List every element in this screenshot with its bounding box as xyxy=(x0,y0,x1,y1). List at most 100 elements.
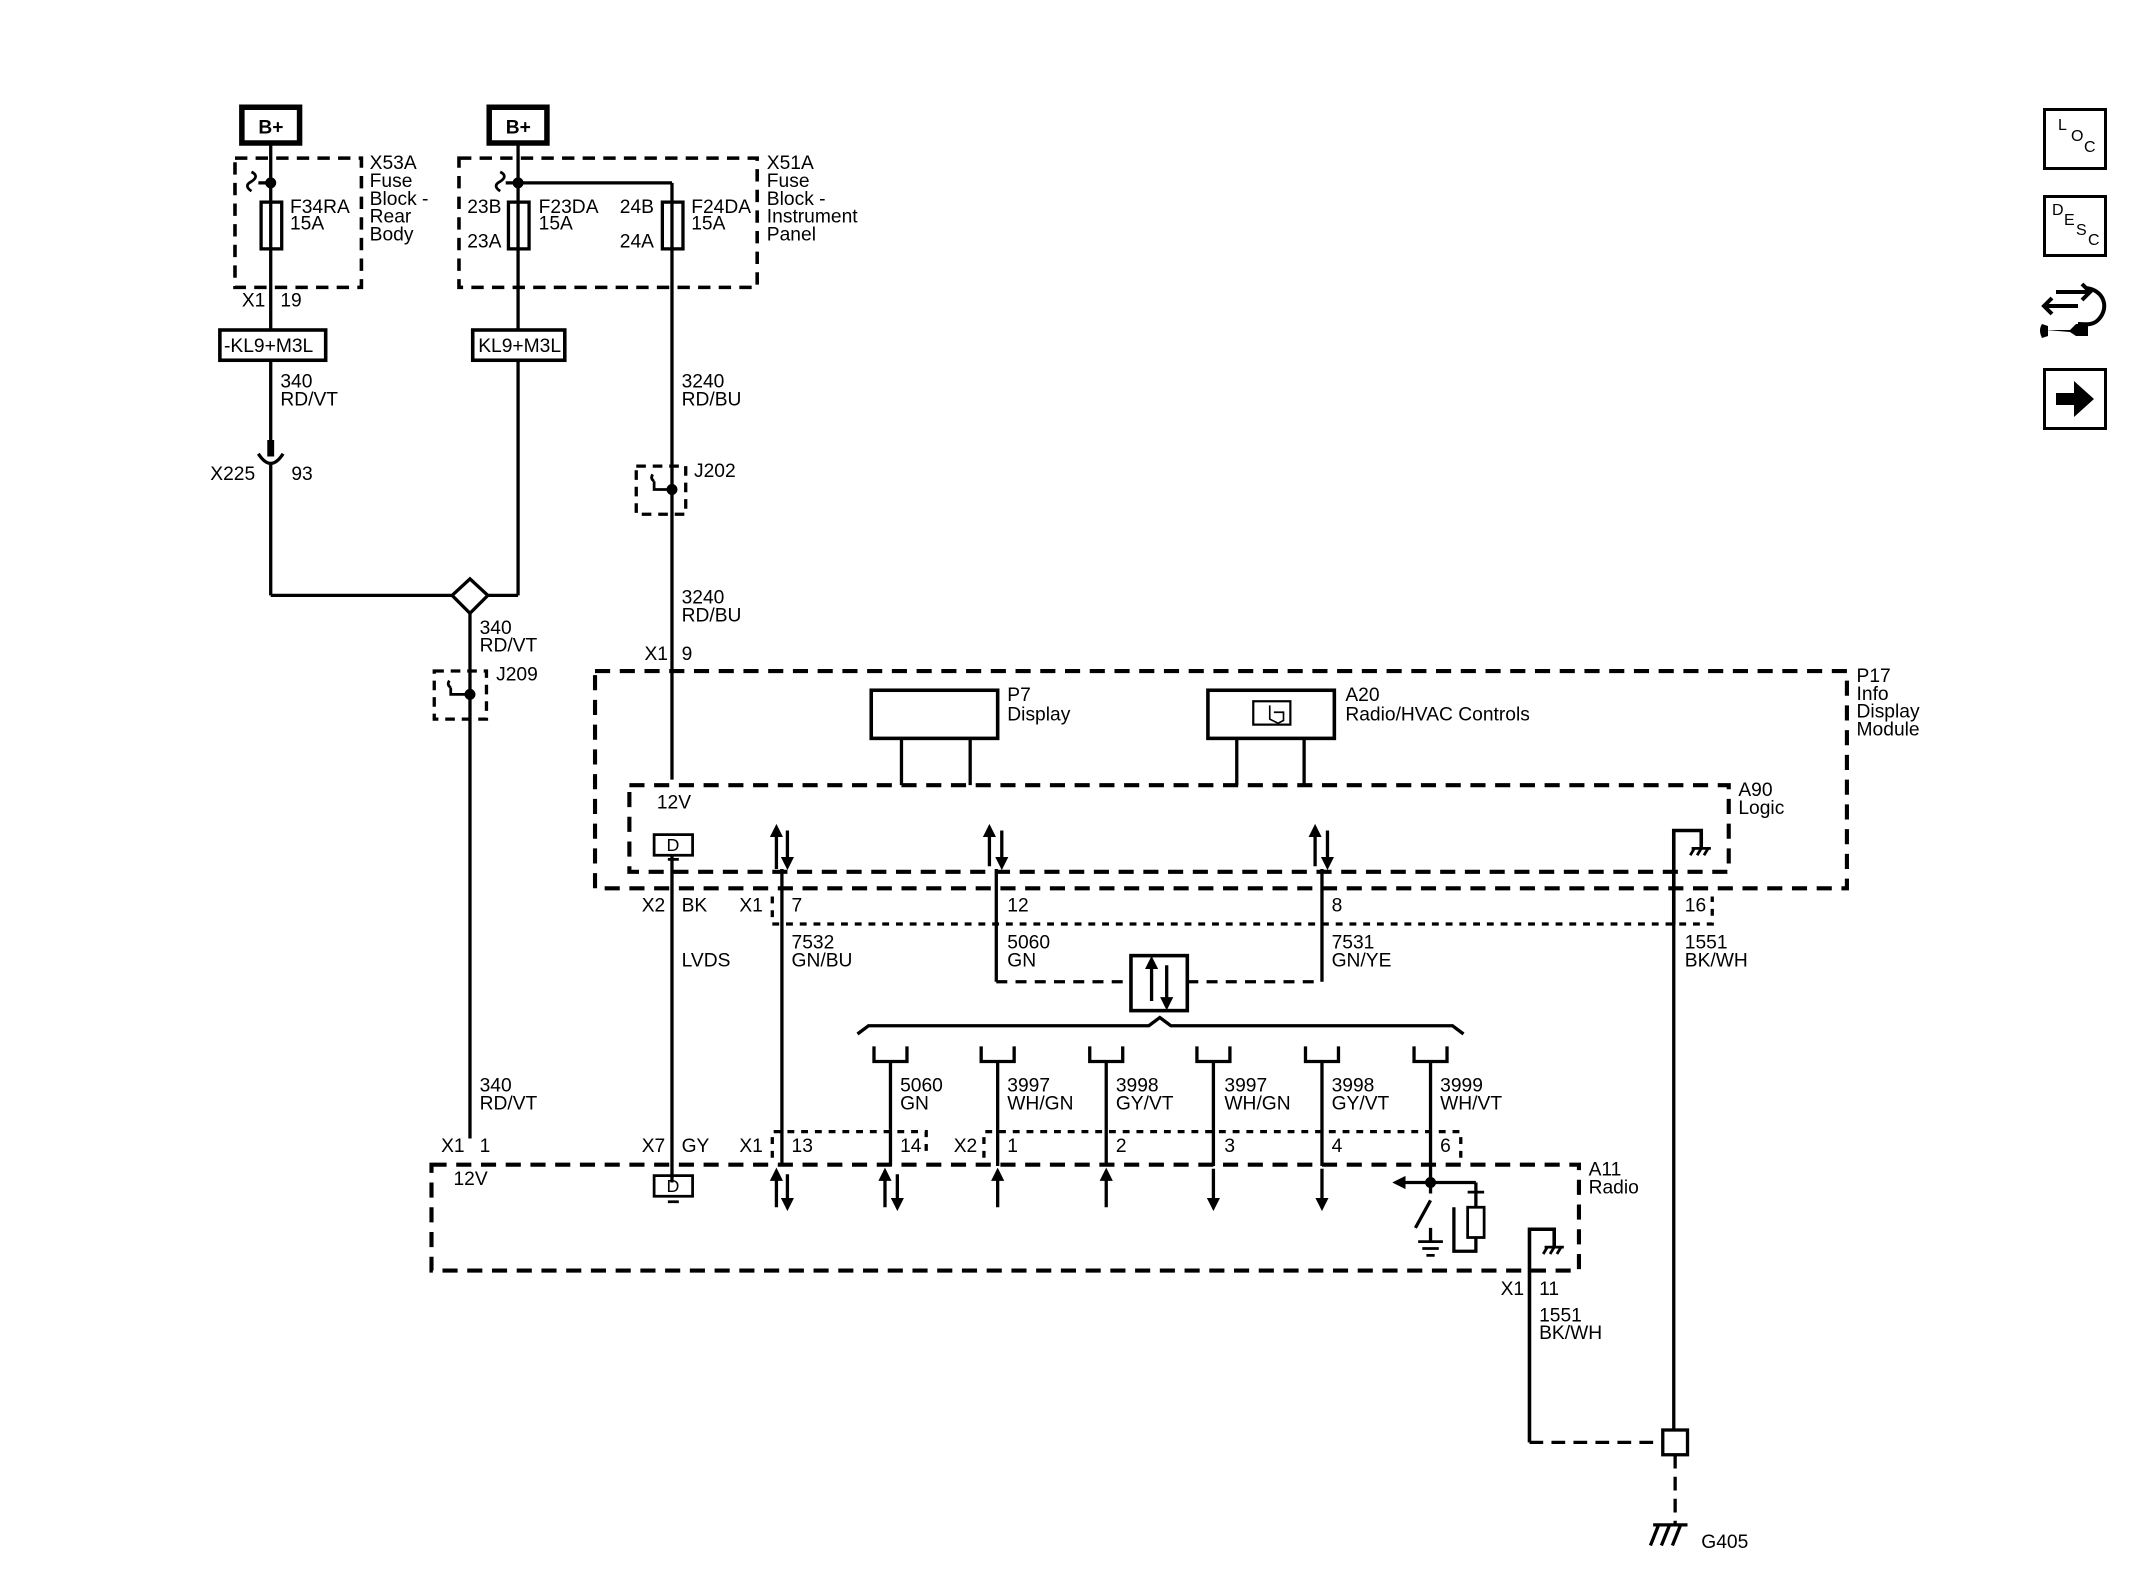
power-mode-left-box xyxy=(218,328,328,363)
wire-1551-right-color: BK/WH xyxy=(1685,951,1748,972)
wire-1551-right-num: 1551 xyxy=(1685,933,1728,954)
wire-lvds: LVDS xyxy=(682,951,731,972)
wire-5060b-num: 5060 xyxy=(900,1076,943,1097)
wire-3240-low-color: RD/BU xyxy=(682,605,742,626)
wire-3998b-num: 3998 xyxy=(1332,1076,1375,1097)
a11-x2: X2 xyxy=(954,1136,978,1157)
wire-3999-num: 3999 xyxy=(1440,1076,1483,1097)
display-p7-id: P7 xyxy=(1007,685,1031,706)
wire-5060b-color: GN xyxy=(900,1094,929,1115)
a90-pin8: 8 xyxy=(1332,896,1343,917)
wire-340-mid-color: RD/VT xyxy=(480,636,538,657)
controls-a20-box xyxy=(1206,688,1337,741)
fuse-f24da-rating: 15A xyxy=(691,214,725,235)
splice-diamond xyxy=(449,576,491,616)
wire-3997a-color: WH/GN xyxy=(1007,1094,1073,1115)
fuse-f34ra-rating: 15A xyxy=(290,214,324,235)
display-p7-box xyxy=(869,688,1000,741)
fuse-block-ip-line3: Instrument xyxy=(767,207,858,228)
fuse-f24da-pin-bot: 24A xyxy=(620,231,654,252)
wire-3240-low-num: 3240 xyxy=(682,588,725,609)
wire-340-low-num: 340 xyxy=(480,1076,512,1097)
power-mode-left: -KL9+M3L xyxy=(224,336,314,357)
p17-x1: X1 xyxy=(644,644,668,665)
fuse-f34ra-name: F34RA xyxy=(290,197,350,218)
desc-letter-s: S xyxy=(2076,222,2087,239)
wire-3998a-color: GY/VT xyxy=(1116,1094,1174,1115)
p17-line3: Module xyxy=(1857,720,1920,741)
next-page-button[interactable] xyxy=(2043,368,2107,430)
a11-p1: 1 xyxy=(1007,1136,1018,1157)
p17-pin9: 9 xyxy=(682,644,693,665)
loc-letter-l: L xyxy=(2058,117,2067,134)
a11-p6: 6 xyxy=(1440,1136,1451,1157)
fuse-block-rear-line3: Rear xyxy=(370,207,412,228)
wire-3240-top-num: 3240 xyxy=(682,372,725,393)
controls-a20-id: A20 xyxy=(1345,685,1379,706)
wire-3999-color: WH/VT xyxy=(1440,1094,1502,1115)
touch-icon xyxy=(1252,700,1292,726)
power-mode-right: KL9+M3L xyxy=(478,336,561,357)
wire-3240-top-color: RD/BU xyxy=(682,390,742,411)
a11-pin1: 1 xyxy=(480,1136,491,1157)
a11-x1a: X1 xyxy=(441,1136,465,1157)
rear-conn-x1: X1 xyxy=(242,291,266,312)
ground-splice-box xyxy=(1661,1428,1690,1457)
inline-connector-x225 xyxy=(256,440,285,465)
fuse-block-ip-line2: Block - xyxy=(767,189,826,210)
desc-letter-e: E xyxy=(2064,212,2075,229)
fuse-block-rear-line2: Block - xyxy=(370,189,429,210)
rear-conn-pin: 19 xyxy=(280,291,301,312)
a90-name: Logic xyxy=(1738,798,1784,819)
wire-5060-color: GN xyxy=(1007,951,1036,972)
controls-a20-name: Radio/HVAC Controls xyxy=(1345,704,1530,725)
wire-3997a-num: 3997 xyxy=(1007,1076,1050,1097)
fuse-f23da-rating: 15A xyxy=(539,214,573,235)
loc-button[interactable]: L O C xyxy=(2043,108,2107,170)
wire-3998b-color: GY/VT xyxy=(1332,1094,1390,1115)
ground-g405-label: G405 xyxy=(1701,1532,1748,1553)
a11-x1c: X1 xyxy=(1501,1279,1525,1300)
wire-7531-num: 7531 xyxy=(1332,933,1375,954)
a11-digital: D xyxy=(666,1176,679,1196)
fuse-block-rear-id: X53A xyxy=(370,153,417,174)
wire-7531-color: GN/YE xyxy=(1332,951,1392,972)
splice-j202-label: J202 xyxy=(694,461,736,482)
wire-3997b-num: 3997 xyxy=(1224,1076,1267,1097)
wire-7532-num: 7532 xyxy=(792,933,835,954)
a11-pin14: 14 xyxy=(900,1136,922,1157)
a11-x1b: X1 xyxy=(739,1136,763,1157)
loc-letter-o: O xyxy=(2071,128,2084,145)
wire-1551-radio-color: BK/WH xyxy=(1539,1323,1602,1344)
display-p7-name: Display xyxy=(1007,704,1070,725)
module-p17-box xyxy=(592,668,1849,891)
a11-id: A11 xyxy=(1589,1160,1622,1181)
desc-button[interactable]: D E S C xyxy=(2043,195,2107,257)
fuse-f24da-pin-top: 24B xyxy=(620,197,654,218)
a11-x7: X7 xyxy=(642,1136,666,1157)
connector-wrench-icon xyxy=(2040,282,2107,338)
p17-line2: Display xyxy=(1857,702,1920,723)
wire-340-top-num: 340 xyxy=(280,372,312,393)
a90-pin12: 12 xyxy=(1007,896,1028,917)
inline-x225-id: X225 xyxy=(210,464,255,485)
splice-j209 xyxy=(432,669,489,721)
a90-pin7: 7 xyxy=(792,896,803,917)
fuse-block-rear-line1: Fuse xyxy=(370,171,413,192)
fuse-f23da-name: F23DA xyxy=(539,197,599,218)
a90-x2: X2 xyxy=(642,896,666,917)
fuse-block-ip-box xyxy=(457,156,759,290)
fuse-block-rear-line4: Body xyxy=(370,225,414,246)
p17-id: P17 xyxy=(1857,666,1891,687)
a90-id: A90 xyxy=(1738,780,1772,801)
a11-p3: 3 xyxy=(1224,1136,1235,1157)
connector-repair-button[interactable] xyxy=(2038,278,2114,348)
a90-pin16: 16 xyxy=(1685,896,1706,917)
a11-x7-color: GY xyxy=(682,1136,710,1157)
a90-x1: X1 xyxy=(739,896,763,917)
wire-340-mid-num: 340 xyxy=(480,618,512,639)
fuse-f23da-pin-bot: 23A xyxy=(467,231,501,252)
wire-5060-num: 5060 xyxy=(1007,933,1050,954)
wire-340-top-color: RD/VT xyxy=(280,390,338,411)
wire-3997b-color: WH/GN xyxy=(1224,1094,1290,1115)
